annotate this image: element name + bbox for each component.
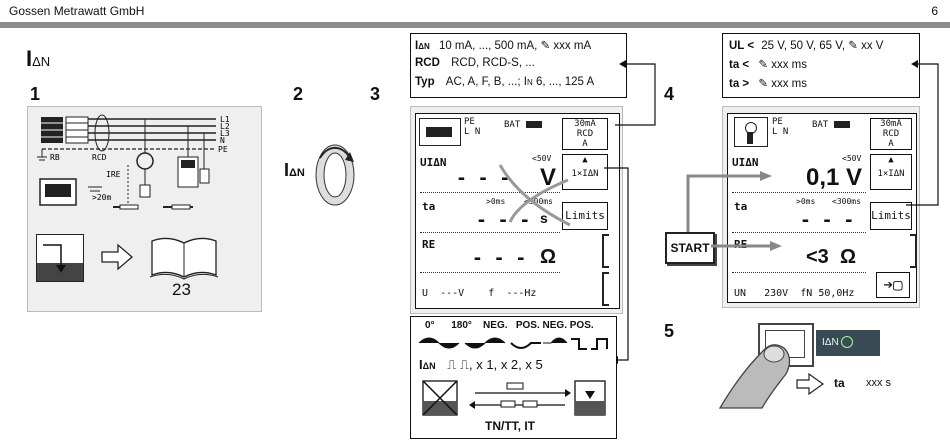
rotary-switch-icon xyxy=(315,144,355,206)
mains-row: UN 230V fN 50,0Hz xyxy=(734,288,855,299)
step-number-3: 3 xyxy=(370,84,381,104)
step1-panel: L1 L2 L3 N PE RB RCD IRE >20m 23 xyxy=(27,106,262,312)
voltage-frequency-row: U ---V f ---Hz xyxy=(422,288,537,299)
ui-value: - - - xyxy=(456,168,511,189)
current-multiplier-row: IΔN ⎍ ⎍, x 1, x 2, x 5 xyxy=(419,357,543,372)
limits-key[interactable]: Limits xyxy=(870,202,912,230)
result-ta-label: ta xyxy=(834,376,845,390)
step-number-5: 5 xyxy=(664,321,675,341)
re-value: - - - xyxy=(472,248,527,269)
result-arrow-icon xyxy=(796,372,825,396)
label-l3: L3 xyxy=(220,129,230,138)
multiplier-key[interactable]: ▲1×IΔN xyxy=(562,154,608,190)
header-rule xyxy=(0,22,950,28)
label-ire: IRE xyxy=(106,170,121,179)
label-n: N xyxy=(220,136,225,145)
waveform-icons xyxy=(418,337,608,350)
ta-unit: s xyxy=(540,210,548,226)
edit-icon: ✎ xyxy=(540,40,551,52)
ui-limit: <50V xyxy=(532,154,552,163)
battery-indicator: BAT xyxy=(504,120,542,130)
label-l1: L1 xyxy=(220,115,230,124)
ta-label: ta xyxy=(422,200,436,213)
page-number: 6 xyxy=(931,4,938,18)
step-number-1: 1 xyxy=(30,84,41,104)
ui-value: 0,1 V xyxy=(806,164,863,191)
finger-press-icon xyxy=(718,344,791,409)
edit-icon: ✎ xyxy=(848,40,858,52)
section-title: IΔN xyxy=(26,46,51,71)
ui-limit: <50V xyxy=(842,154,862,163)
save-key[interactable]: ➔▢ xyxy=(876,272,910,298)
earthing-system-icons xyxy=(422,380,606,416)
step-number-2: 2 xyxy=(293,84,304,104)
limits-parameter-box: UL < 25 V, 50 V, 65 V, ✎ xx V ta < ✎ xxx… xyxy=(722,33,920,98)
instruction-icon xyxy=(36,234,84,282)
label-l2: L2 xyxy=(220,122,230,131)
edit-icon: ✎ xyxy=(758,59,768,71)
battery-indicator: BAT xyxy=(812,120,850,130)
ta-label: ta xyxy=(734,200,748,213)
ta-limit-max: <300ms xyxy=(832,197,861,206)
label-pe: PE xyxy=(218,145,228,154)
ui-unit: V xyxy=(540,164,557,191)
ui-dn-label: UIΔN xyxy=(420,156,447,169)
rcd-parameter-box: IΔN 10 mA, ..., 500 mA, ✎ xxx mA RCD RCD… xyxy=(410,33,627,98)
result-ta-value: xxx s xyxy=(866,377,892,389)
socket-icon xyxy=(419,118,461,146)
ta-limit-max: <300ms xyxy=(524,197,553,206)
pe-indicator: PE L N xyxy=(464,117,481,137)
pe-indicator: PE L N xyxy=(772,117,789,137)
label-20m: >20m xyxy=(92,193,111,202)
company-name: Gossen Metrawatt GmbH xyxy=(9,4,145,18)
waveform-options-box: 0° 180° NEG. POS. NEG. POS. IΔN ⎍ ⎍, x 1… xyxy=(410,316,617,439)
label-rb: RB xyxy=(50,153,60,162)
ta-value: - - - xyxy=(800,210,855,231)
manual-page-ref: 23 xyxy=(172,280,191,299)
ta-value: - - - xyxy=(476,210,531,231)
network-types: TN/TT, IT xyxy=(485,419,535,433)
re-label: RE xyxy=(422,238,436,251)
start-button[interactable]: START xyxy=(665,232,715,264)
edit-icon: ✎ xyxy=(758,78,768,90)
re-value: <3 Ω xyxy=(806,246,856,268)
phase-labels: 0° 180° NEG. POS. NEG. POS. xyxy=(425,320,594,331)
ta-limit-min: >0ms xyxy=(796,197,816,206)
label-rcd: RCD xyxy=(92,153,107,162)
ta-limit-min: >0ms xyxy=(486,197,506,206)
person-icon xyxy=(734,117,768,147)
multiplier-key[interactable]: ▲1×IΔN xyxy=(870,154,912,190)
wiring-diagram: L1 L2 L3 N PE RB RCD IRE >20m xyxy=(37,114,230,210)
re-unit: Ω xyxy=(540,246,557,268)
ui-dn-label: UIΔN xyxy=(732,156,759,169)
book-icon xyxy=(149,237,219,280)
arrow-right-icon xyxy=(101,243,133,271)
step-number-4: 4 xyxy=(664,84,675,104)
dial-label: IΔN xyxy=(284,160,305,180)
iDN-softkey[interactable]: IΔN xyxy=(816,330,880,356)
